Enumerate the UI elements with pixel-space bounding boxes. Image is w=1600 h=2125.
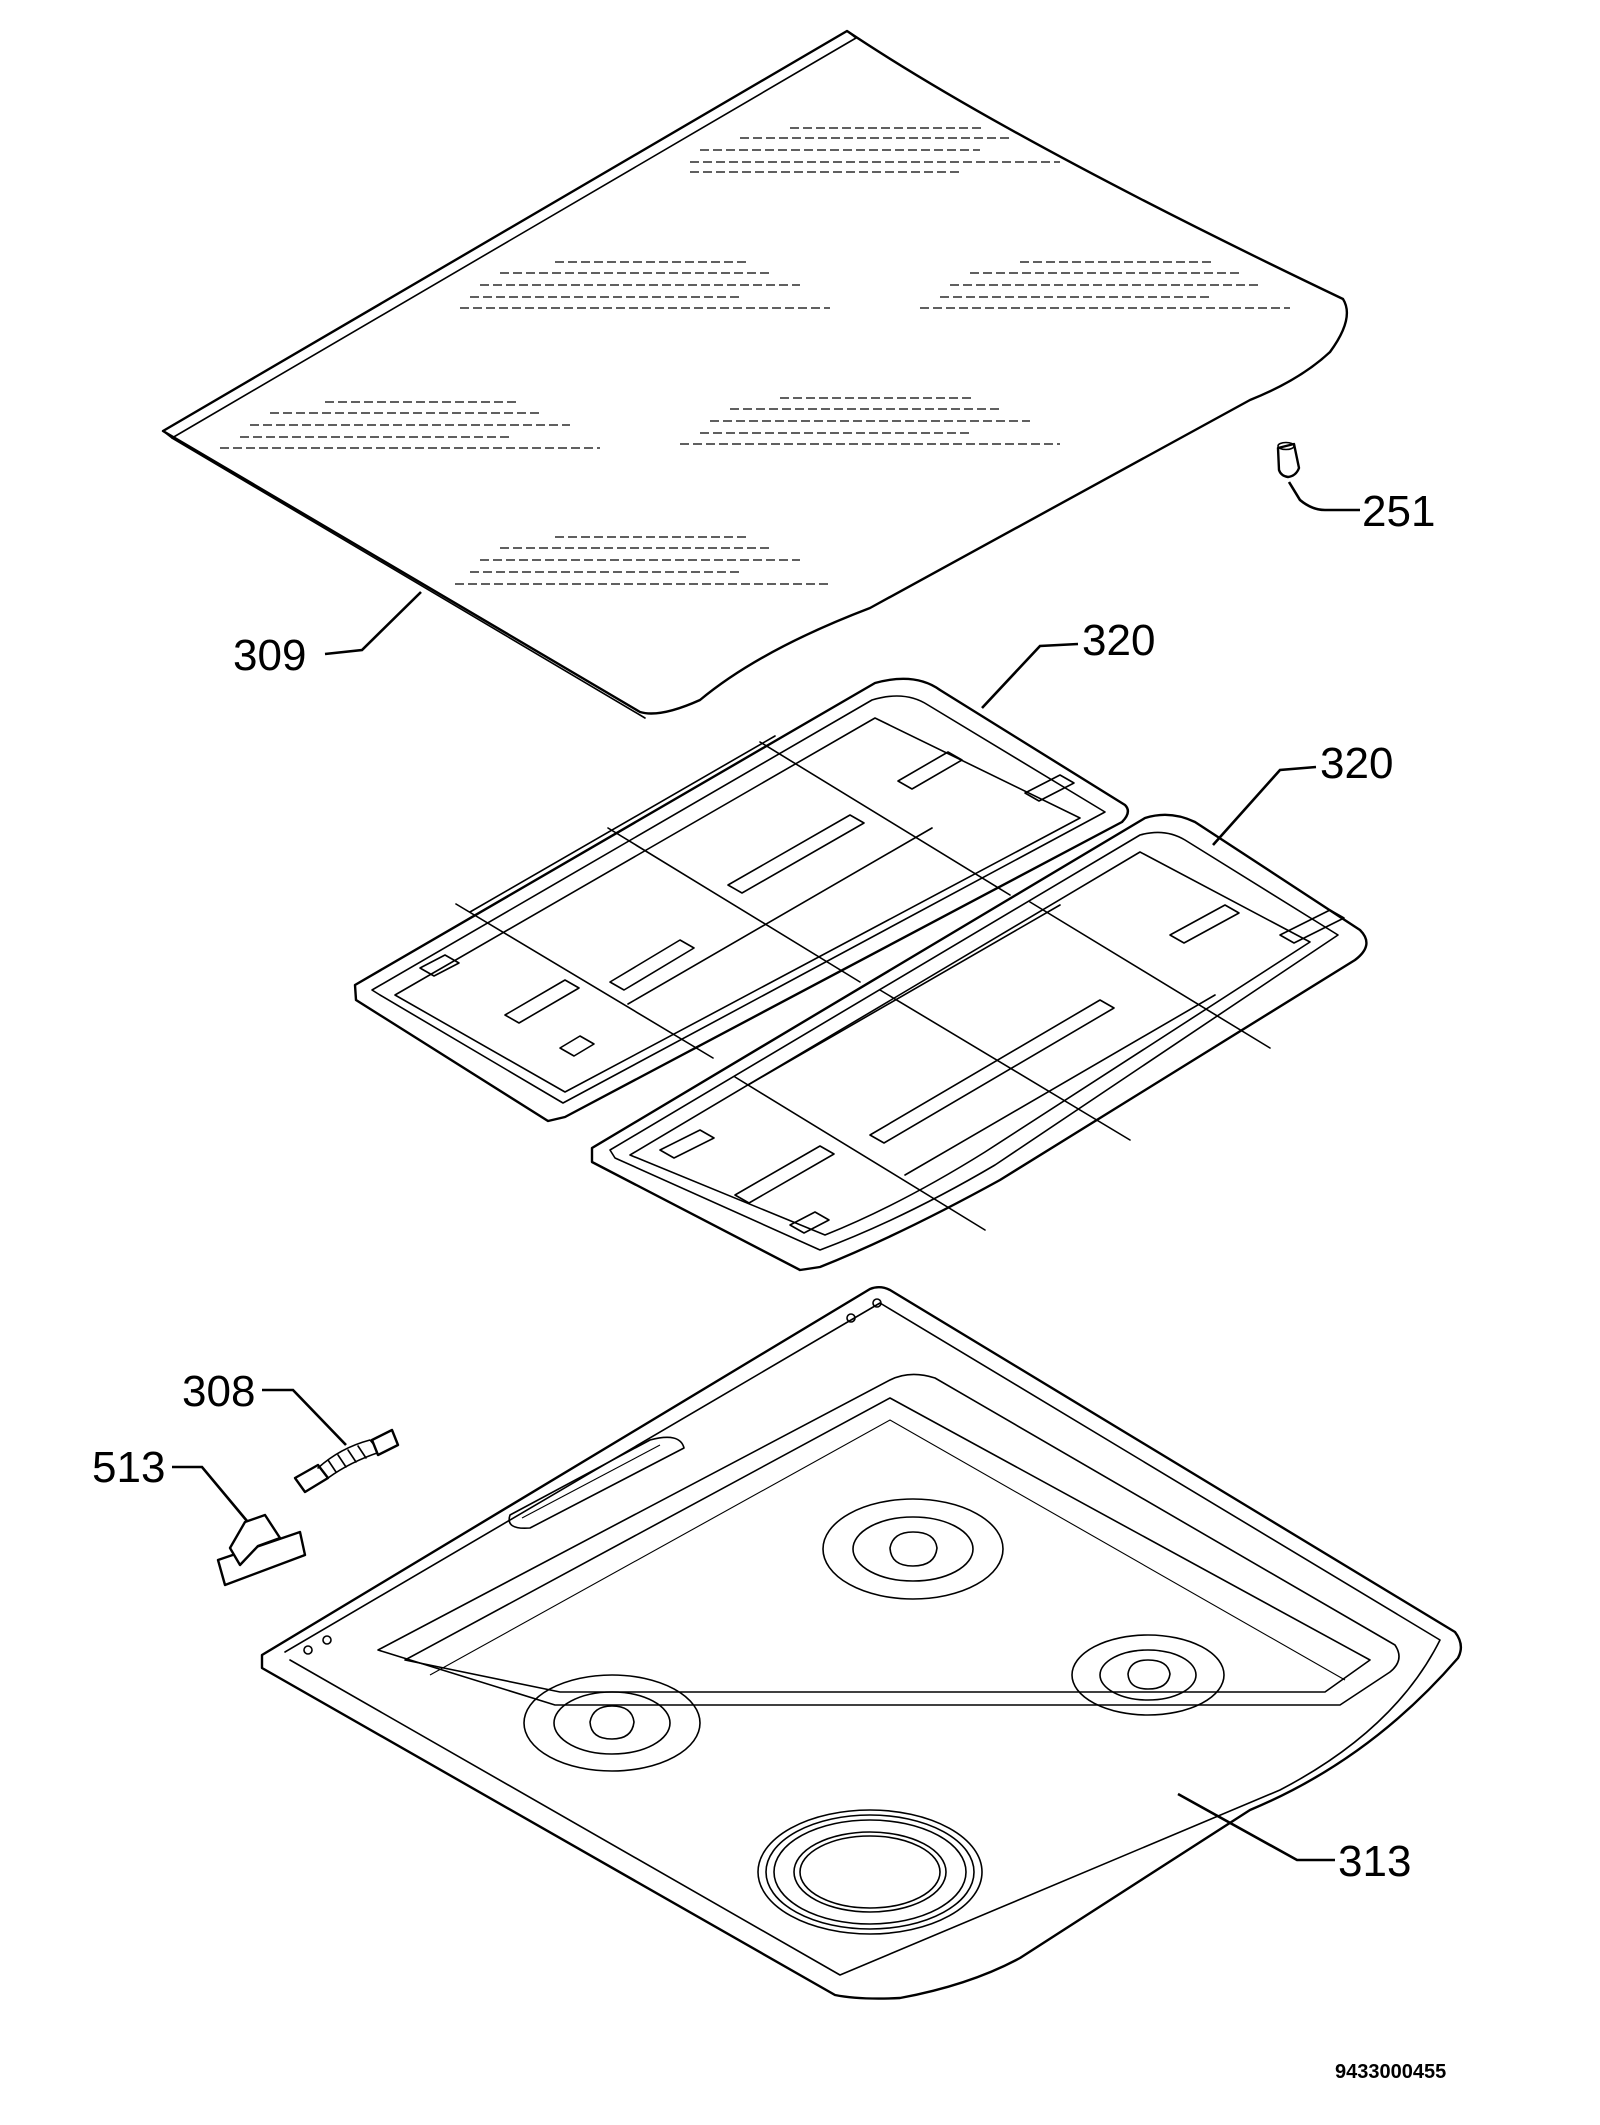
callout-320-left: 320 xyxy=(1082,616,1155,665)
callout-308: 308 xyxy=(182,1367,255,1416)
burner-fingers xyxy=(419,751,1075,1057)
hob-top-313 xyxy=(260,1286,1463,2000)
burner-fingers xyxy=(659,904,1345,1234)
burner-hole-rear-right xyxy=(1071,1634,1225,1716)
burner-hole-front-left xyxy=(523,1674,701,1772)
leader-309 xyxy=(324,591,422,656)
leader-320-right xyxy=(1212,765,1317,846)
fixing-holes xyxy=(303,1298,882,1655)
leader-308 xyxy=(262,1388,347,1446)
callout-251: 251 xyxy=(1362,487,1435,536)
glass-lid-309 xyxy=(161,29,1348,719)
leader-513 xyxy=(172,1465,248,1522)
leader-251 xyxy=(1287,481,1360,512)
pan-support-320-right xyxy=(590,813,1368,1272)
hinge-plug-251 xyxy=(1276,441,1301,479)
handle-slot xyxy=(508,1436,685,1530)
callout-309: 309 xyxy=(233,631,306,680)
hinge-spring-308 xyxy=(293,1428,400,1494)
burner-ring-front xyxy=(757,1809,983,1935)
callout-313: 313 xyxy=(1338,1837,1411,1886)
pan-support-320-left xyxy=(353,677,1130,1123)
leader-313 xyxy=(1177,1792,1335,1862)
callout-513: 513 xyxy=(92,1443,165,1492)
callout-320-right: 320 xyxy=(1320,739,1393,788)
leader-320-left xyxy=(981,642,1079,709)
glass-reflection-marks xyxy=(220,127,1290,585)
hinge-bracket-513 xyxy=(216,1513,307,1587)
burner-hole-rear-left xyxy=(822,1498,1004,1600)
callout-labels: 251 309 320 320 308 513 313 xyxy=(92,481,1435,1886)
document-number: 9433000455 xyxy=(1335,2061,1446,2083)
